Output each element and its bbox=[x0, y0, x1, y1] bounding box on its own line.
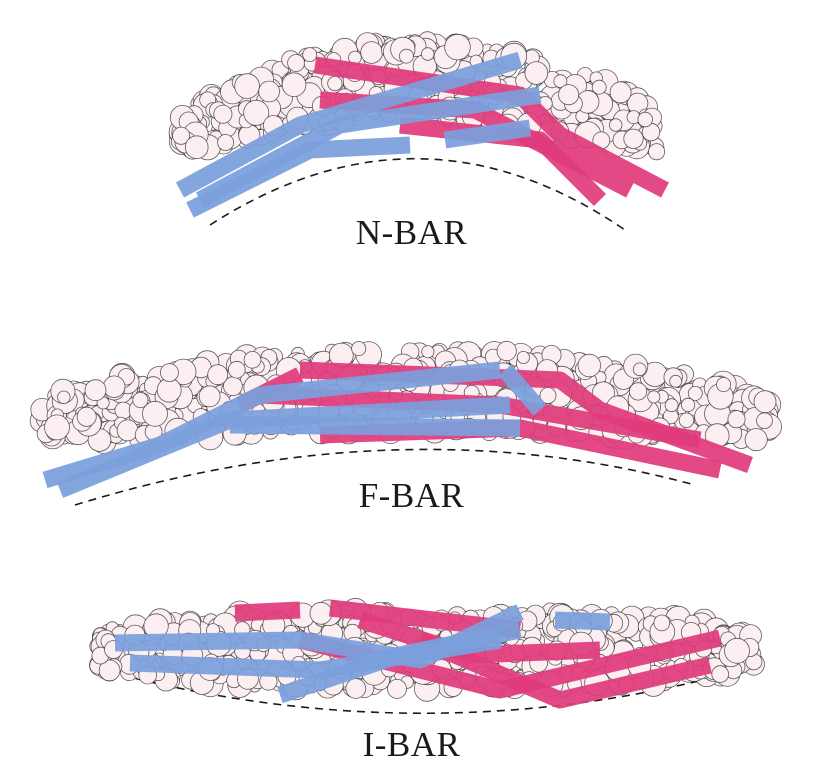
n-bar-helix-a3 bbox=[195, 86, 542, 208]
i-bar-structure bbox=[89, 597, 765, 715]
f-bar-structure bbox=[29, 340, 783, 506]
n-bar-curvature-line bbox=[209, 157, 626, 231]
i-bar-helix-b1 bbox=[234, 601, 301, 622]
i-bar-helix-a3 bbox=[277, 621, 522, 704]
f-bar-helix-a3 bbox=[229, 416, 521, 437]
f-bar-helix-a4 bbox=[498, 364, 547, 416]
f-bar-curvature-line bbox=[74, 448, 696, 506]
n-bar-structure bbox=[168, 31, 669, 231]
n-bar-helix-a1 bbox=[175, 51, 523, 198]
n-bar-helix-b1 bbox=[313, 56, 669, 198]
f-bar-helix-a2 bbox=[56, 396, 511, 498]
n-bar-helix-a4 bbox=[443, 119, 532, 149]
i-bar-helix-b5 bbox=[357, 611, 601, 664]
i-bar-label: I-BAR bbox=[362, 725, 461, 764]
n-bar-label: N-BAR bbox=[355, 213, 468, 252]
n-bar-helix-b3 bbox=[399, 116, 607, 207]
i-bar-helix-a4 bbox=[554, 611, 611, 631]
f-bar-label: F-BAR bbox=[358, 476, 465, 515]
